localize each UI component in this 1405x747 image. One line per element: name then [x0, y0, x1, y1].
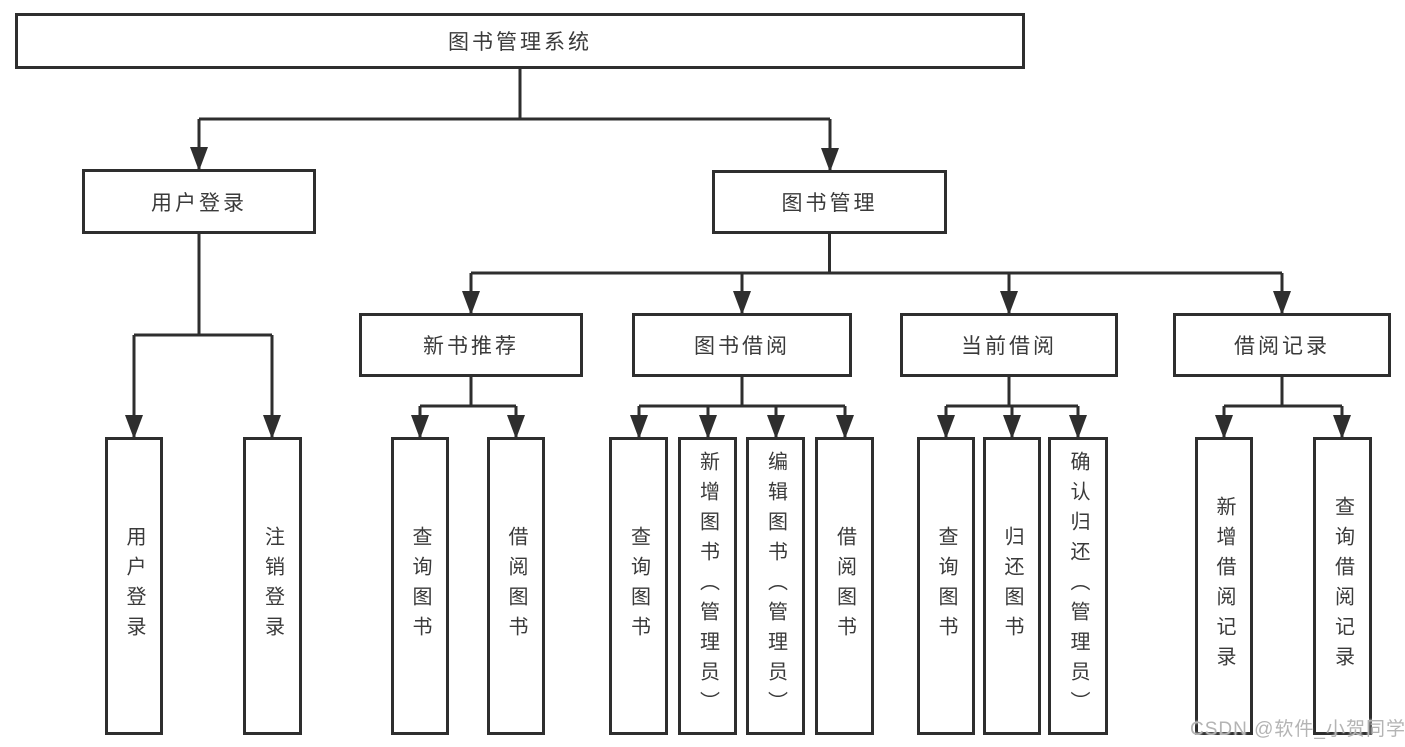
arrowhead [767, 415, 785, 439]
leaf-label: 归还图书 [1001, 526, 1023, 646]
node-library-management-system: 图书管理系统 [15, 13, 1025, 69]
leaf-add-borrow-record: 新增借阅记录 [1195, 437, 1253, 735]
node-book-borrowing: 图书借阅 [632, 313, 852, 377]
leaf-label: 新增借阅记录 [1213, 496, 1235, 676]
arrowhead [125, 415, 143, 439]
connector-root-to-level2 [197, 69, 832, 170]
arrowhead [1333, 415, 1351, 439]
leaf-add-books-admin: 新增图书（管理员） [678, 437, 737, 735]
connector-borrow-records-split [1222, 377, 1344, 437]
leaf-confirm-return-admin: 确认归还（管理员） [1048, 437, 1108, 735]
arrowhead [263, 415, 281, 439]
arrowhead [411, 415, 429, 439]
connector-user-login-split [132, 233, 274, 437]
arrowhead [1003, 415, 1021, 439]
leaf-label: 借阅图书 [833, 526, 856, 646]
leaf-query-books-recommend: 查询图书 [391, 437, 449, 735]
leaf-borrow-books: 借阅图书 [815, 437, 874, 735]
leaf-label: 查询图书 [935, 526, 957, 646]
leaf-return-books: 归还图书 [983, 437, 1041, 735]
leaf-label: 查询图书 [627, 526, 650, 646]
leaf-query-borrow-record: 查询借阅记录 [1313, 437, 1372, 735]
connector-book-mgmt-to-level3 [469, 234, 1284, 313]
node-user-login: 用户登录 [82, 169, 316, 234]
arrowhead [1215, 415, 1233, 439]
arrowhead [507, 415, 525, 439]
leaf-label: 确认归还（管理员） [1067, 451, 1089, 721]
connector-new-books-split [418, 377, 518, 437]
node-book-management: 图书管理 [712, 170, 947, 234]
leaf-label: 注销登录 [261, 526, 284, 646]
node-borrowing-records: 借阅记录 [1173, 313, 1391, 377]
arrowhead [1273, 291, 1291, 315]
leaf-logout: 注销登录 [243, 437, 302, 735]
leaf-label: 借阅图书 [505, 526, 527, 646]
arrowhead [821, 148, 839, 172]
arrowhead [937, 415, 955, 439]
arrowhead [1000, 291, 1018, 315]
node-new-book-recommendation: 新书推荐 [359, 313, 583, 377]
leaf-label: 编辑图书（管理员） [764, 451, 787, 721]
arrowhead [630, 415, 648, 439]
leaf-borrow-books-recommend: 借阅图书 [487, 437, 545, 735]
leaf-query-books-borrowing: 查询图书 [609, 437, 668, 735]
leaf-label: 查询借阅记录 [1331, 496, 1354, 676]
leaf-label: 查询图书 [409, 526, 431, 646]
arrowhead [462, 291, 480, 315]
arrowhead [699, 415, 717, 439]
leaf-edit-books-admin: 编辑图书（管理员） [746, 437, 805, 735]
leaf-user-login: 用户登录 [105, 437, 163, 735]
leaf-query-books-current: 查询图书 [917, 437, 975, 735]
leaf-label: 新增图书（管理员） [696, 451, 719, 721]
arrowhead [733, 291, 751, 315]
leaf-label: 用户登录 [123, 526, 145, 646]
arrowhead [190, 147, 208, 171]
watermark: CSDN @软件_小贺同学 [1190, 719, 1405, 740]
connector-book-borrow-split [637, 377, 847, 437]
node-current-borrowing: 当前借阅 [900, 313, 1118, 377]
arrowhead [1069, 415, 1087, 439]
arrowhead [836, 415, 854, 439]
